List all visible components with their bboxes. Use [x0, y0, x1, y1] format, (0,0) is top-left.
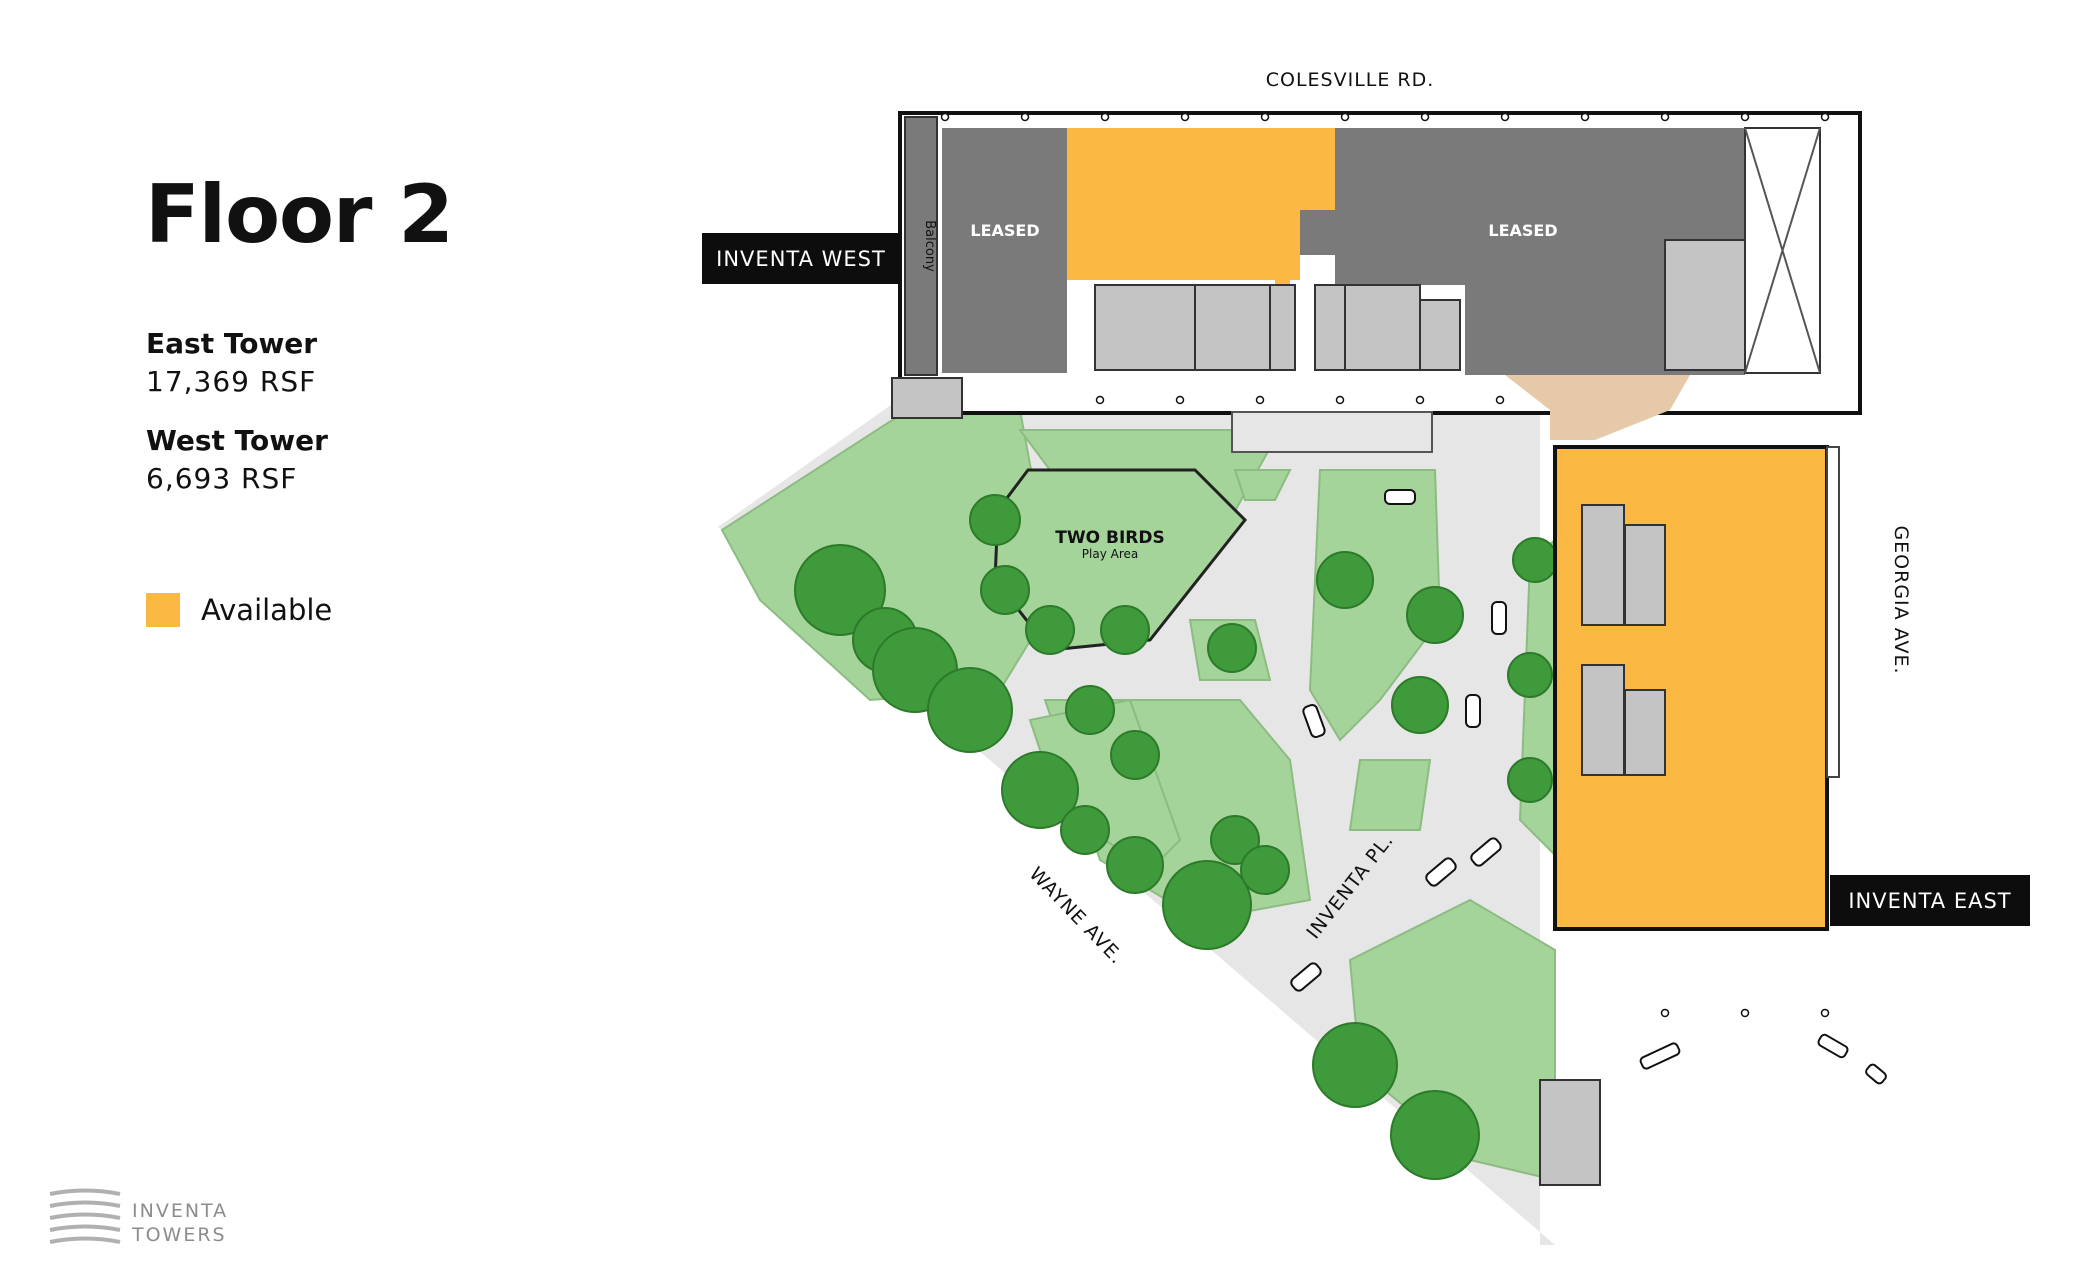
loading-dock-x — [1744, 127, 1821, 374]
play-area-sub: Play Area — [1082, 547, 1138, 561]
tower-tag-west — [702, 233, 900, 284]
leased-west — [942, 128, 1067, 373]
tower-tag-west-label: INVENTA WEST — [716, 247, 886, 271]
page-title: Floor 2 — [145, 168, 454, 261]
leased-label-west: LEASED — [970, 221, 1039, 240]
balcony — [904, 116, 938, 376]
street-label-colesville: COLESVILLE RD. — [1266, 69, 1435, 91]
column-markers — [940, 112, 1830, 1018]
entry-planter — [1231, 411, 1433, 453]
logo-line-2: TOWERS — [132, 1224, 227, 1246]
west-tower-rsf: 6,693 RSF — [146, 462, 298, 495]
west-tower-name: West Tower — [146, 424, 328, 457]
legend-swatch-available — [146, 593, 180, 627]
available-west — [1067, 128, 1335, 292]
tower-tag-east — [1830, 875, 2030, 926]
leased-label-east: LEASED — [1488, 221, 1557, 240]
south-stair — [1539, 1079, 1601, 1186]
logo-text: INVENTA TOWERS — [132, 1199, 228, 1247]
entry-lobby — [1505, 375, 1690, 440]
tower-tag-east-label: INVENTA EAST — [1848, 889, 2011, 913]
east-terrace-strip — [1826, 446, 1840, 778]
east-tower-rsf: 17,369 RSF — [146, 365, 317, 398]
logo-line-1: INVENTA — [132, 1200, 229, 1222]
parked-cars — [1290, 489, 1887, 1085]
legend-label: Available — [201, 593, 333, 627]
balcony-label: Balcony — [922, 220, 937, 272]
trees — [794, 494, 1558, 1180]
play-area-name: TWO BIRDS — [1055, 528, 1164, 548]
core-rooms-east — [1581, 504, 1666, 776]
west-stair — [891, 377, 963, 419]
logo-icon — [49, 1188, 121, 1244]
leased-east-north — [1300, 128, 1745, 375]
street-label-georgia: GEORGIA AVE. — [1890, 525, 1912, 674]
east-tower-name: East Tower — [146, 327, 318, 360]
